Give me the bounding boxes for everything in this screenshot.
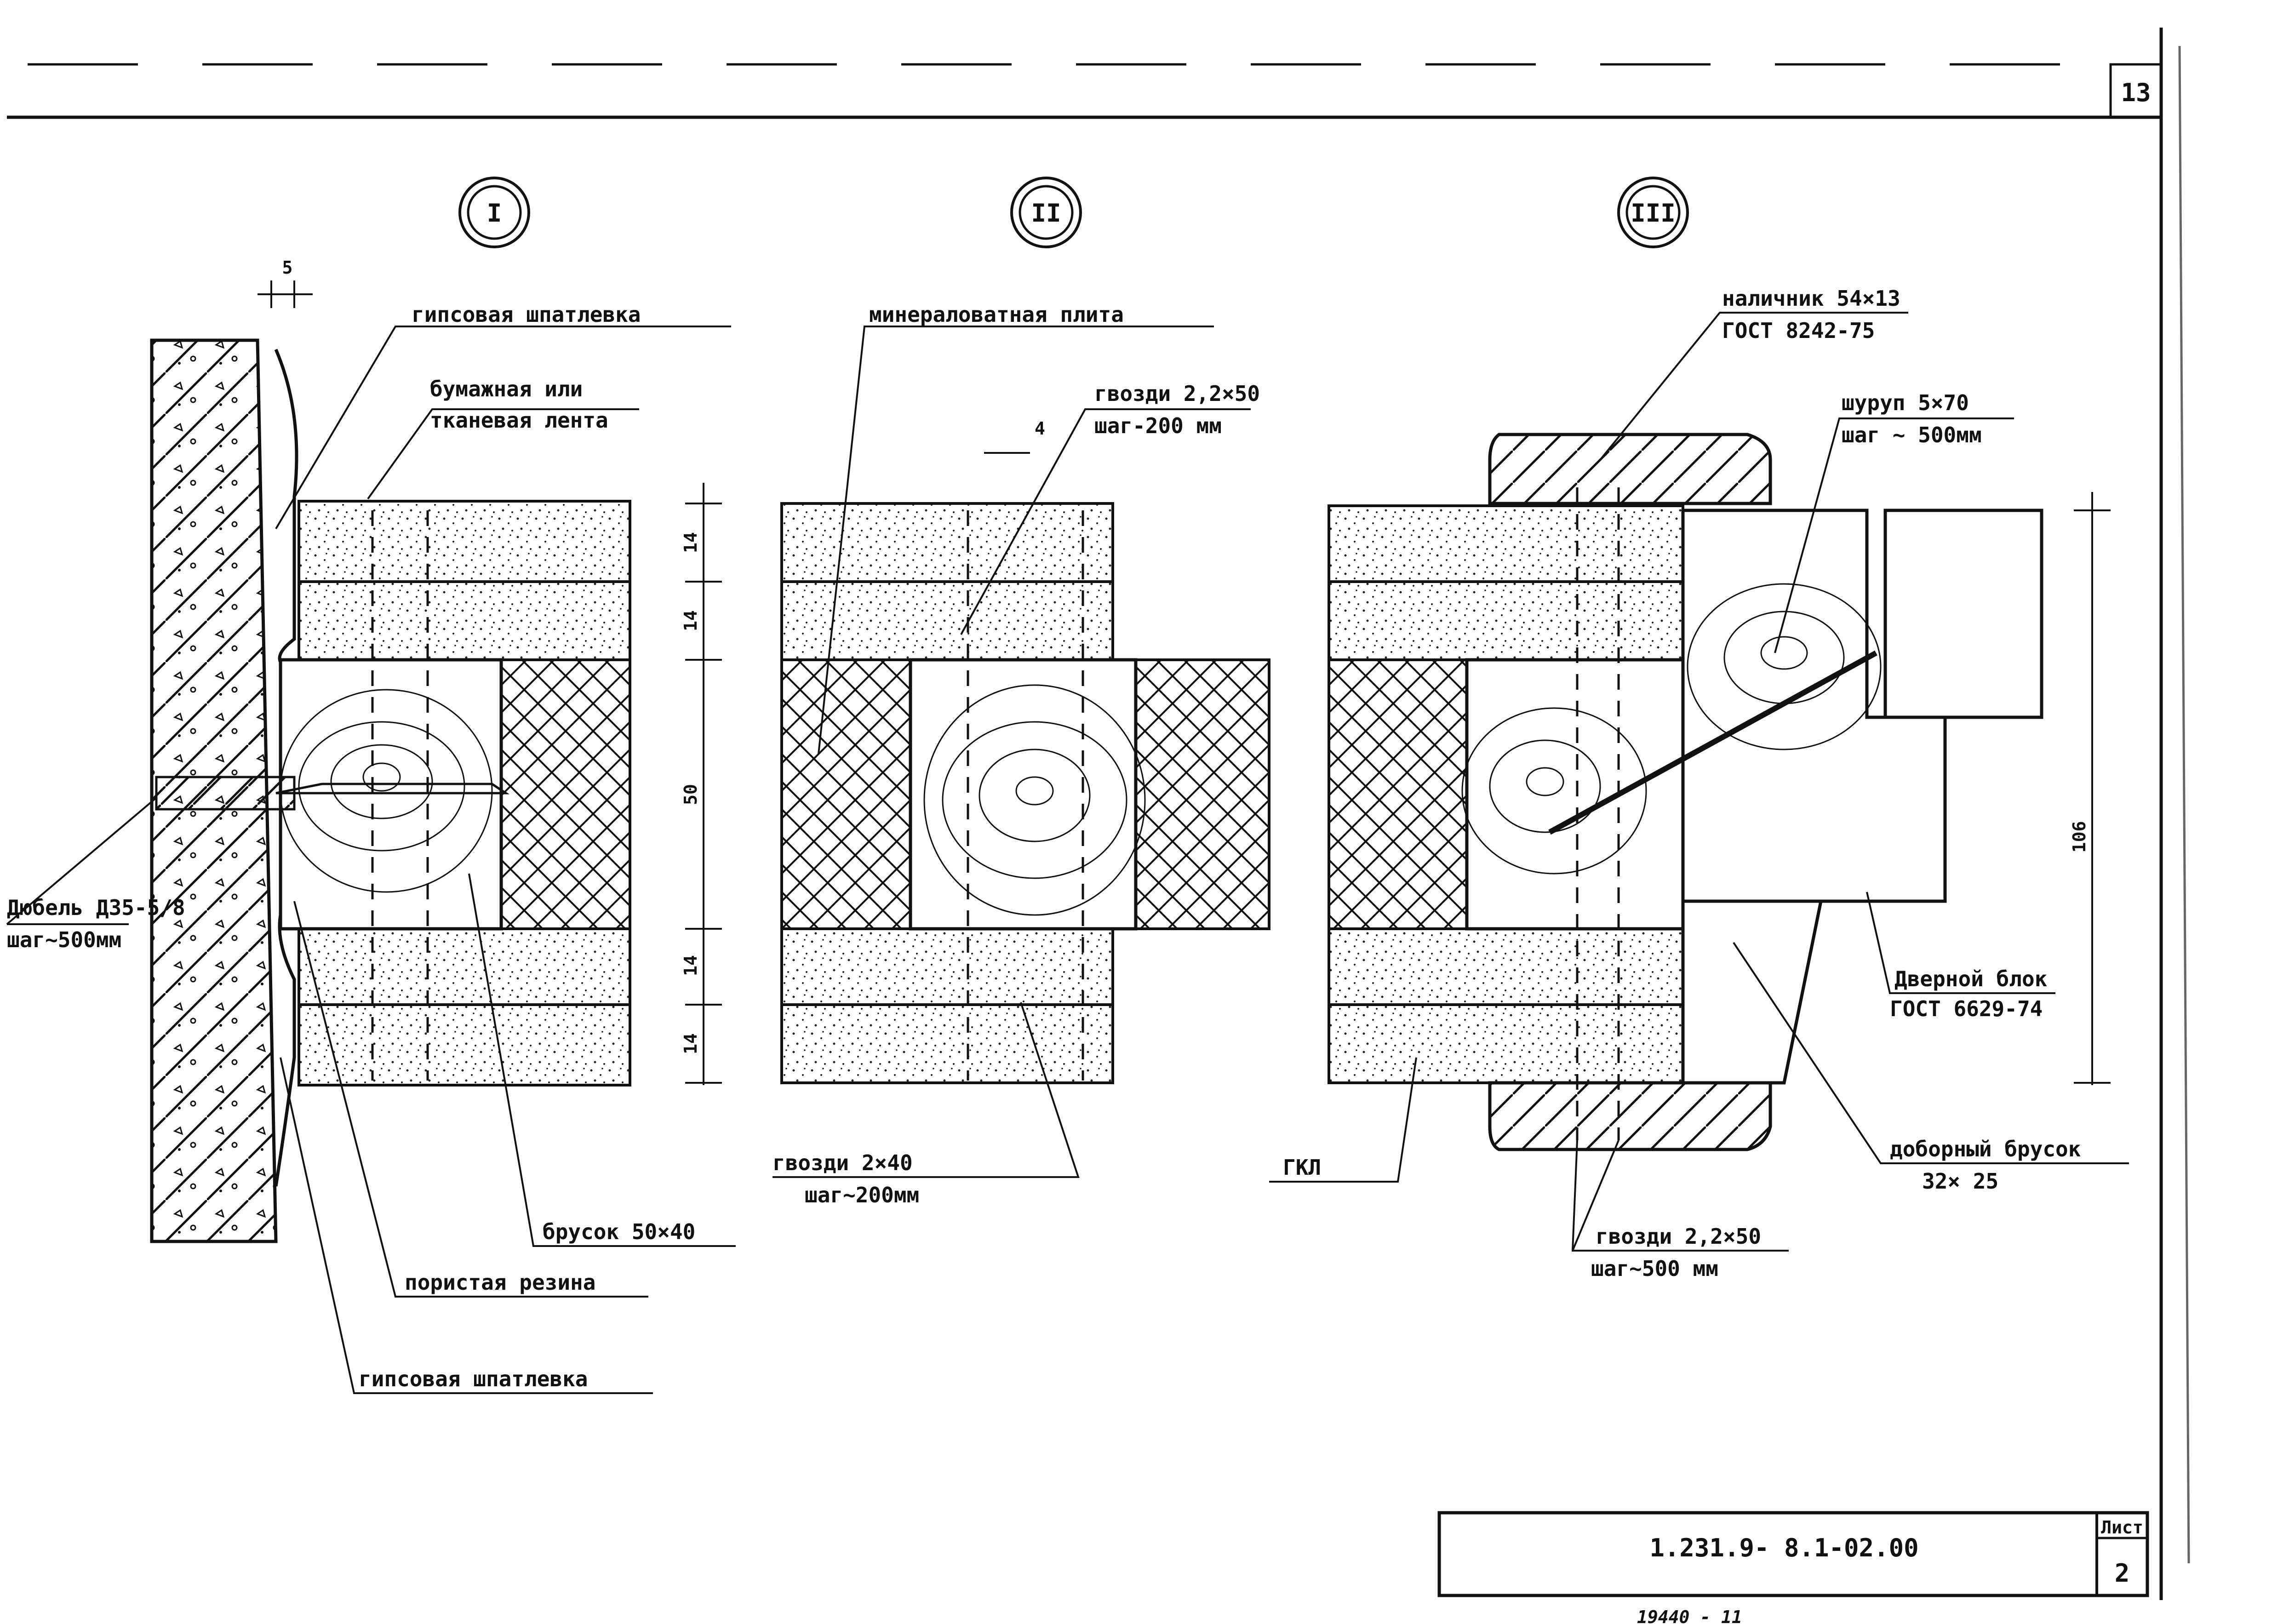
gypsum-board-top-1 [298, 500, 631, 583]
wood-batten-3 [1465, 658, 1685, 931]
gypsum-board-2-bot-2 [780, 1003, 1114, 1084]
label-nails-top-line2: шаг-200 мм [1094, 413, 1222, 438]
label-trim-line1: наличник 54×13 [1722, 286, 1900, 311]
dim-14a: 14 [681, 532, 701, 553]
page-number-box [2109, 63, 2163, 119]
door-trim-bottom [1488, 1081, 1772, 1151]
wood-batten-2 [909, 658, 1138, 931]
sheet-frame: 13 [7, 28, 2190, 1600]
dowel [155, 776, 296, 811]
mineral-wool-2-left [780, 658, 912, 930]
mineral-wool-1 [500, 658, 631, 930]
node-3-section: 106 наличник 54×13 ГОСТ 8242-75 шуруп 5×… [1269, 286, 2129, 1281]
label-dowel-line1: Дюбель Д35-5/8 [7, 895, 185, 920]
svg-text:II: II [1031, 199, 1061, 228]
label-nails-bottom-line2: шаг~200мм [805, 1183, 919, 1207]
label-tape-line2: тканевая лента [430, 408, 608, 433]
node-1-section: 5 гипсовая шпатлевка бумажная или тканев… [6, 257, 736, 1394]
label-porous-rubber: пористая резина [405, 1270, 595, 1295]
gypsum-board-3-bot-1 [1328, 927, 1684, 1006]
page-number: 13 [2121, 78, 2151, 107]
gypsum-board-bottom-1 [298, 927, 631, 1006]
gypsum-board-2-top-1 [780, 502, 1114, 583]
label-door-block-line1: Дверной блок [1894, 966, 2047, 991]
label-gypsum-putty-top: гипсовая шпатлевка [412, 302, 641, 327]
label-gypsum-putty-bottom: гипсовая шпатлевка [359, 1367, 588, 1391]
dim-5: 5 [282, 257, 293, 278]
label-nails-3-line1: гвозди 2,2×50 [1596, 1224, 1761, 1249]
svg-text:I: I [487, 199, 502, 228]
label-screw-line1: шуруп 5×70 [1842, 390, 1969, 415]
margin-note: 19440 - 11 [1637, 1607, 1742, 1624]
list-number: 2 [2115, 1559, 2130, 1588]
label-gkl: ГКЛ [1283, 1155, 1321, 1180]
label-dowel-line2: шаг~500мм [7, 927, 121, 952]
label-nails-top-line1: гвозди 2,2×50 [1094, 381, 1260, 406]
gypsum-board-top-2 [298, 580, 631, 661]
dim-14c: 14 [681, 955, 701, 976]
door-leaf [1883, 509, 2043, 719]
screw-1 [275, 783, 510, 795]
gypsum-board-2-bot-1 [780, 927, 1114, 1006]
label-nails-3-line2: шаг~500 мм [1591, 1256, 1718, 1281]
node-marker-1: I [458, 177, 530, 248]
dim-14d: 14 [681, 1033, 701, 1054]
door-trim-top [1488, 433, 1772, 505]
node-marker-3: III [1617, 177, 1689, 248]
dim-4: 4 [1035, 418, 1045, 439]
extra-bar [1681, 899, 1823, 1085]
gypsum-board-bottom-2 [298, 1003, 631, 1086]
label-trim-line2: ГОСТ 8242-75 [1722, 318, 1875, 343]
label-extra-bar-line1: доборный брусок [1890, 1137, 2081, 1161]
dim-106: 106 [2069, 821, 2089, 853]
gypsum-board-3-bot-2 [1328, 1003, 1684, 1084]
dim-14b: 14 [681, 610, 701, 631]
label-tape-line1: бумажная или [430, 377, 583, 401]
gypsum-board-3-top-1 [1328, 504, 1684, 583]
title-block: 1.231.9- 8.1-02.00 Лист 2 19440 - 11 [1437, 1511, 2149, 1624]
dim-50: 50 [681, 784, 701, 805]
mineral-wool-2-right [1134, 658, 1270, 930]
drawing-designation: 1.231.9- 8.1-02.00 [1649, 1533, 1918, 1562]
node-2-section: 14 14 50 14 14 4 минераловатная плита гв… [681, 302, 1270, 1207]
svg-text:III: III [1631, 199, 1676, 228]
wood-rings [280, 689, 493, 893]
label-batten: брусок 50×40 [543, 1219, 695, 1244]
label-extra-bar-line2: 32× 25 [1922, 1169, 1998, 1194]
gypsum-board-3-top-2 [1328, 580, 1684, 661]
screw-3 [1548, 650, 1877, 835]
node-marker-2: II [1010, 177, 1082, 248]
label-door-block-line2: ГОСТ 6629-74 [1890, 996, 2043, 1021]
mineral-wool-3 [1328, 658, 1468, 930]
gypsum-board-2-top-2 [780, 580, 1114, 661]
label-screw-line2: шаг ~ 500мм [1842, 423, 1982, 447]
label-nails-bottom-line1: гвозди 2×40 [773, 1150, 913, 1175]
list-label: Лист [2101, 1517, 2143, 1538]
label-mineral-wool: минераловатная плита [869, 302, 1124, 327]
